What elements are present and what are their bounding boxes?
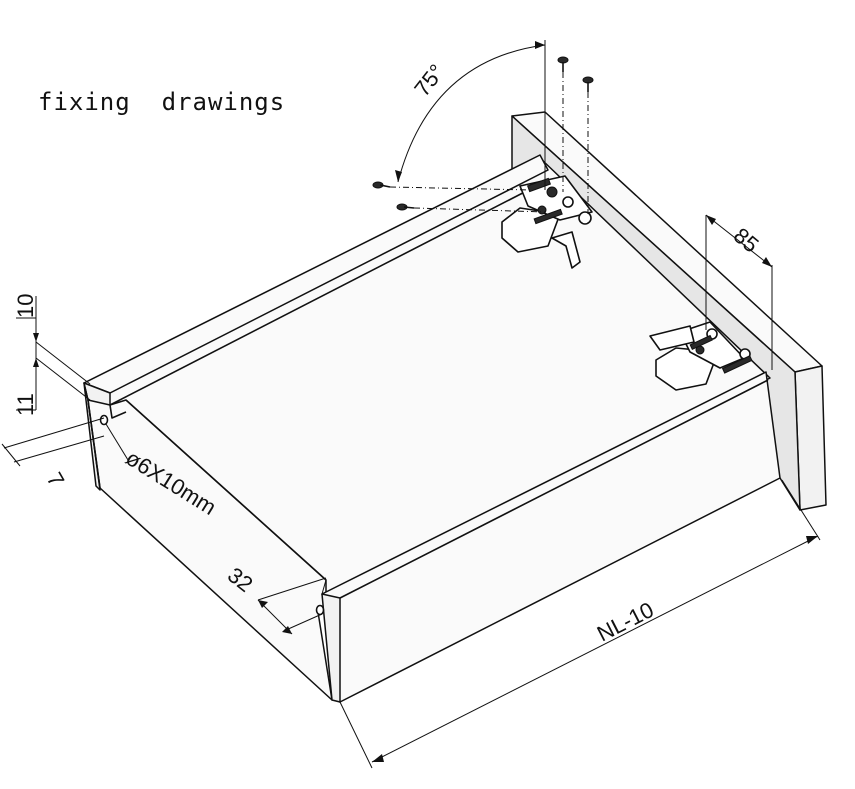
screws: [372, 56, 594, 211]
screw-icon: [396, 203, 415, 211]
offset-label: 85: [729, 223, 764, 258]
height-11-label: 11: [13, 393, 38, 416]
left-front-board: [87, 399, 333, 701]
hole-front-icon: [315, 604, 325, 616]
screw-icon: [557, 56, 569, 72]
diagram-title: fixing drawings: [38, 88, 286, 116]
hole-left-icon: [99, 414, 109, 426]
screw-guidelines: [389, 72, 589, 214]
screw-icon: [372, 181, 391, 189]
height-10-label: 10: [13, 294, 38, 318]
lower-fitting: [649, 321, 753, 391]
angle-label: 75°: [409, 59, 449, 101]
length-label: NL-10: [593, 597, 658, 646]
height-dimensions: 10 11: [13, 294, 91, 416]
upper-fitting: [501, 175, 593, 269]
screw-icon: [582, 76, 594, 92]
side-7-label: 7: [42, 468, 70, 491]
screw-holes: [99, 414, 325, 616]
